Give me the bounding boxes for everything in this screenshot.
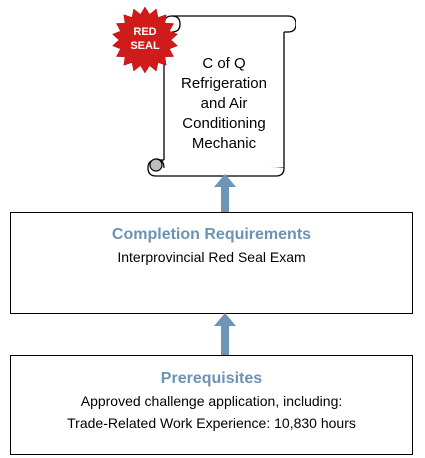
completion-text: Interprovincial Red Seal Exam (117, 249, 306, 265)
certificate-line: Conditioning (182, 115, 266, 132)
prerequisites-line: Trade-Related Work Experience: 10,830 ho… (67, 415, 356, 431)
starburst-icon (112, 6, 178, 74)
up-arrow-icon (214, 313, 236, 356)
seal-line: SEAL (130, 40, 160, 52)
certificate-line: Refrigeration (181, 75, 267, 92)
seal-line: RED (133, 26, 157, 38)
prerequisites-title: Prerequisites (160, 370, 263, 387)
scroll-icon (147, 15, 296, 177)
certificate-line: C of Q (202, 55, 246, 72)
certificate-title: C of Q Refrigeration and Air Conditionin… (166, 54, 282, 154)
up-arrow-icon (214, 174, 236, 214)
certificate-line: and Air (200, 95, 248, 112)
completion-title: Completion Requirements (111, 226, 312, 243)
seal-label: RED SEAL (111, 25, 179, 53)
certificate-scroll: C of Q Refrigeration and Air Conditionin… (146, 10, 296, 180)
prerequisites-box: Prerequisites Approved challenge applica… (10, 355, 413, 455)
prerequisites-line: Approved challenge application, includin… (80, 393, 343, 409)
red-seal-badge: RED SEAL (111, 6, 179, 74)
completion-requirements-box: Completion Requirements Interprovincial … (10, 212, 413, 314)
certificate-line: Mechanic (191, 135, 257, 152)
